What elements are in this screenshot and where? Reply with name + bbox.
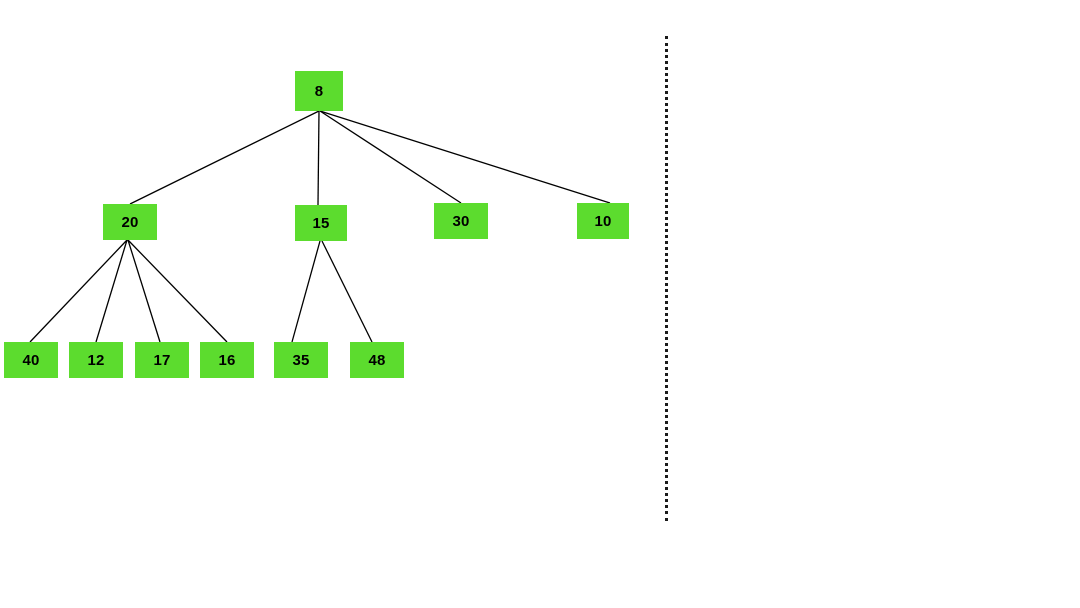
tree-edge-n8-n15 (317, 110, 320, 206)
tree-node-30[interactable]: 30 (434, 203, 488, 239)
tree-edge-n8-n10 (319, 110, 611, 204)
tree-edge-n20-n12 (95, 239, 128, 343)
tree-node-label: 16 (218, 351, 236, 369)
tree-edge-n8-n20 (129, 110, 320, 205)
tree-node-17[interactable]: 17 (135, 342, 189, 378)
tree-node-40[interactable]: 40 (4, 342, 58, 378)
tree-node-label: 12 (87, 351, 105, 369)
tree-node-8[interactable]: 8 (295, 71, 343, 111)
vertical-dotted-divider (665, 36, 668, 521)
tree-node-35[interactable]: 35 (274, 342, 328, 378)
tree-node-label: 40 (22, 351, 40, 369)
tree-node-label: 35 (292, 351, 310, 369)
tree-node-12[interactable]: 12 (69, 342, 123, 378)
tree-edge-n20-n17 (127, 239, 161, 343)
tree-node-label: 30 (452, 212, 470, 230)
tree-node-label: 8 (314, 82, 324, 100)
tree-node-label: 17 (153, 351, 171, 369)
tree-edge-n15-n48 (321, 240, 373, 343)
tree-node-15[interactable]: 15 (295, 205, 347, 241)
tree-node-10[interactable]: 10 (577, 203, 629, 239)
tree-edge-n8-n30 (319, 110, 462, 204)
tree-node-label: 15 (312, 214, 330, 232)
tree-edge-n20-n16 (127, 239, 228, 343)
tree-edge-n15-n35 (291, 240, 321, 343)
tree-node-20[interactable]: 20 (103, 204, 157, 240)
tree-node-label: 20 (121, 213, 139, 231)
tree-edge-n20-n40 (29, 239, 128, 343)
tree-node-16[interactable]: 16 (200, 342, 254, 378)
tree-node-label: 10 (594, 212, 612, 230)
tree-node-label: 48 (368, 351, 386, 369)
tree-node-48[interactable]: 48 (350, 342, 404, 378)
